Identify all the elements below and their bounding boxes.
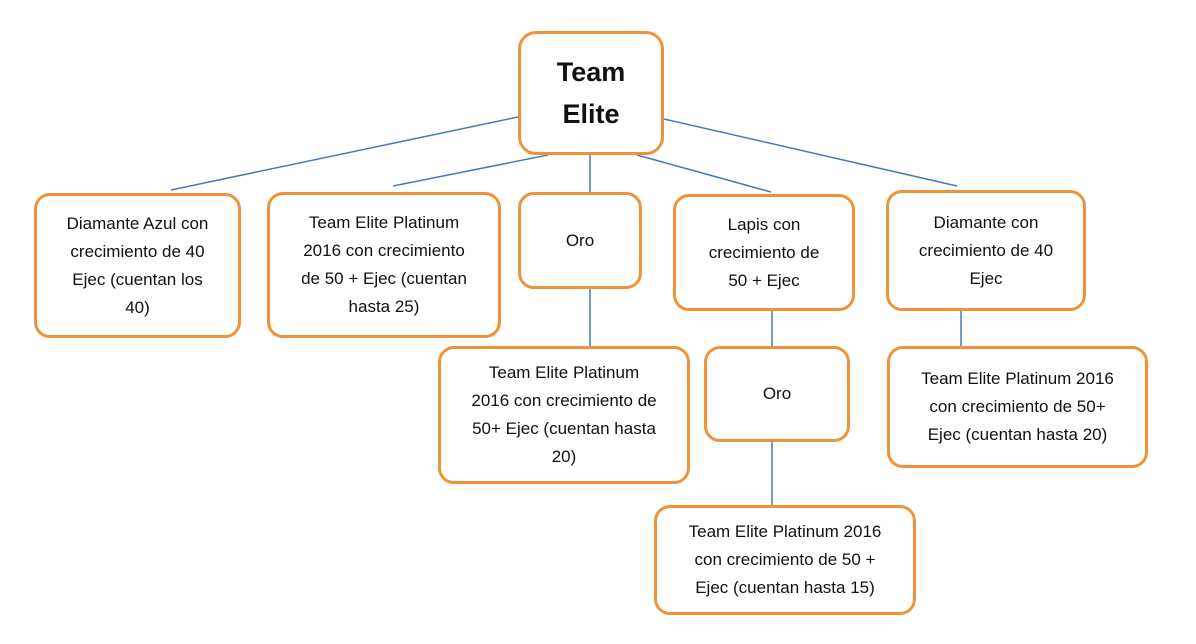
connector-root-diamante bbox=[663, 118, 958, 187]
node-team-elite: Team Elite bbox=[518, 31, 664, 155]
connector-root-diamante-azul bbox=[170, 116, 519, 191]
node-oro: Oro bbox=[518, 192, 642, 289]
node-label: Diamante Azul con crecimiento de 40 Ejec… bbox=[66, 213, 209, 317]
node-label: Oro bbox=[762, 384, 792, 403]
node-label: Diamante con crecimiento de 40 Ejec bbox=[918, 212, 1054, 288]
node-diamante: Diamante con crecimiento de 40 Ejec bbox=[886, 190, 1086, 311]
connector-root-lapis bbox=[636, 154, 772, 193]
node-platinum-hasta-20-oro: Team Elite Platinum 2016 con crecimiento… bbox=[438, 346, 690, 484]
node-diamante-azul: Diamante Azul con crecimiento de 40 Ejec… bbox=[34, 193, 241, 338]
node-platinum-hasta-15: Team Elite Platinum 2016 con crecimiento… bbox=[654, 505, 916, 615]
node-label: Team Elite Platinum 2016 con crecimiento… bbox=[471, 363, 657, 466]
node-oro-lapis: Oro bbox=[704, 346, 850, 442]
node-label: Oro bbox=[565, 230, 595, 250]
node-platinum-hasta-20-diamante: Team Elite Platinum 2016 con crecimiento… bbox=[887, 346, 1148, 468]
node-label: Lapis con crecimiento de 50 + Ejec bbox=[708, 214, 820, 290]
connector-root-platinum-25 bbox=[392, 154, 549, 187]
node-label: Team Elite Platinum 2016 con crecimiento… bbox=[921, 369, 1114, 444]
node-label: Team Elite Platinum 2016 con crecimiento… bbox=[688, 522, 882, 597]
node-label: Team Elite Platinum 2016 con crecimiento… bbox=[301, 213, 467, 316]
node-platinum-hasta-25: Team Elite Platinum 2016 con crecimiento… bbox=[267, 192, 501, 338]
node-lapis: Lapis con crecimiento de 50 + Ejec bbox=[673, 194, 855, 311]
node-label: Team Elite bbox=[556, 57, 626, 129]
